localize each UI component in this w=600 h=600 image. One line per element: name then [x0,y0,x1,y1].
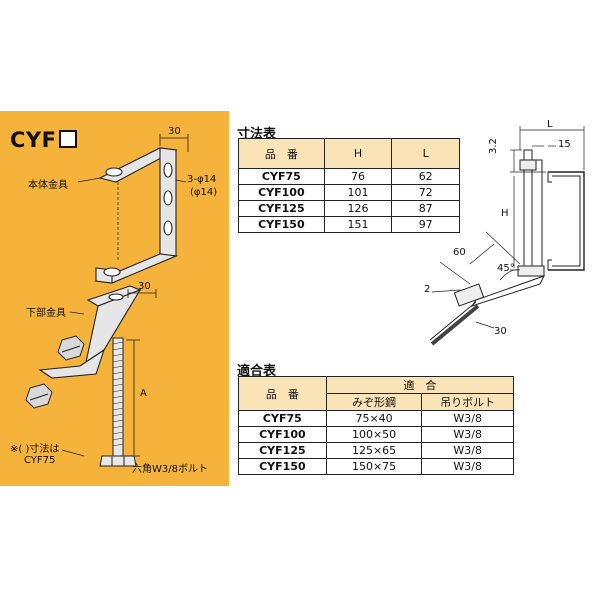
hex-nut-upper [57,335,85,361]
table-row: CYF125 125×65 W3/8 [238,442,514,459]
hole-spec-label: 3-φ14 [187,174,217,185]
dim-H-label: H [501,208,509,219]
dim-2-label: 2 [424,284,431,295]
header-L: L [391,138,460,169]
header-H: H [323,138,393,169]
table-row: CYF150 150×75 W3/8 [238,458,514,475]
top-width-label: 30 [168,126,181,137]
bolt-length-dim [126,339,140,457]
table-row: CYF150 151 97 [238,216,460,233]
table-row: CYF100 101 72 [238,184,460,201]
compat-table: 品 番 適 合 みぞ形鋼 吊りボルト CYF75 75×40 W3/8 CYF1… [238,376,515,475]
note-line-1: ※( )寸法は [10,444,60,455]
hole-spec-alt-label: (φ14) [190,187,218,198]
compat-table-title: 適合表 [237,364,277,379]
dimension-table: 品 番 H L CYF75 76 62 CYF100 101 72 CYF125… [238,138,460,233]
lower-fitting-drawing [38,285,142,379]
lower-fitting-label: 下部金具 [26,308,66,319]
hex-bolt-drawing [99,337,137,467]
table-row: CYF100 100×50 W3/8 [238,426,514,443]
side-view-dimensions [431,126,585,329]
top-width-dim [159,134,189,152]
header-hanging-bolt: 吊りボルト [421,393,514,411]
product-title: CYF [10,128,78,152]
body-fitting-drawing [93,147,179,284]
bolt-length-label: A [140,388,147,399]
note-line-2: CYF75 [24,455,56,466]
hex-nut-lower [25,383,53,409]
table-row: CYF75 75×40 W3/8 [238,410,514,427]
header-part-number: 品 番 [238,376,327,411]
dim-60-label: 60 [453,247,466,258]
dim-L-label: L [547,119,553,130]
dim-30-label: 30 [494,326,507,337]
dim-3-2-label: 3.2 [488,138,499,154]
body-fitting-label: 本体金具 [28,180,68,191]
header-part-number: 品 番 [238,138,325,169]
side-view-drawing [429,149,585,346]
bolt-label: 六角W3/8ボルト [132,464,208,475]
table-row: CYF125 126 87 [238,200,460,217]
placeholder-box-icon [59,130,78,148]
table-row: CYF75 76 62 [238,168,460,185]
header-compat: 適 合 [325,376,515,394]
dim-45-label: 45° [497,263,515,274]
dim-15-label: 15 [558,139,571,150]
header-channel-steel: みぞ形鋼 [325,393,423,411]
lower-width-label: 30 [138,281,151,292]
